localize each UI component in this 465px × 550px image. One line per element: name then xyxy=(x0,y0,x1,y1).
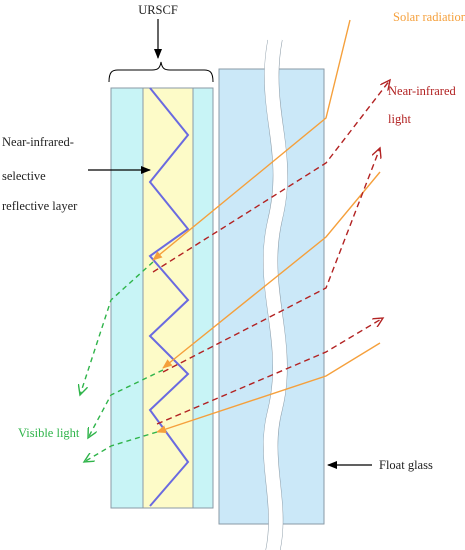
visible-ray-2 xyxy=(88,369,164,438)
reflective-layer-label-line3: reflective layer xyxy=(2,199,78,213)
visible-ray-1 xyxy=(80,261,154,395)
reflective-layer-label-line2: selective xyxy=(2,169,46,183)
near-infrared-ray-1 xyxy=(152,80,390,273)
urscf-brace xyxy=(108,61,214,83)
solar-ray-3 xyxy=(156,342,381,433)
reflective-layer-label-line1: Near-infrared- xyxy=(2,135,74,149)
visible-light-label: Visible light xyxy=(18,426,80,440)
film-outer-layer-right xyxy=(192,87,214,509)
near-infrared-label-line2: light xyxy=(388,112,411,126)
near-infrared-ray-3 xyxy=(156,318,383,425)
solar-ray-1 xyxy=(152,19,351,261)
float-glass-label: Float glass xyxy=(379,458,433,472)
film-outer-layer-left xyxy=(110,87,144,509)
near-infrared-ray-2 xyxy=(162,148,380,373)
solar-radiation-label: Solar radiation xyxy=(393,10,465,24)
film-core-layer xyxy=(142,87,194,509)
glass-break-gap xyxy=(263,40,288,550)
near-infrared-label-line1: Near-infrared xyxy=(388,84,457,98)
urscf-label: URSCF xyxy=(138,3,178,17)
visible-ray-3 xyxy=(84,431,158,462)
